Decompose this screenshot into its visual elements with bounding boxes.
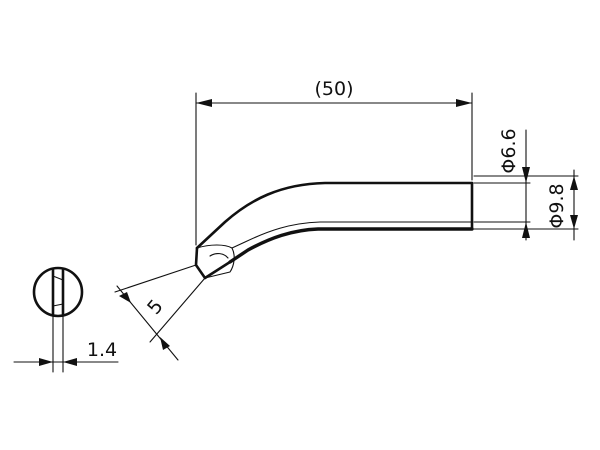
shaft-bottom-outline — [228, 227, 474, 264]
length-arrow-left — [196, 99, 212, 107]
outer-diameter-dimension: Φ9.8 — [473, 169, 579, 241]
inner-arrow-top — [522, 167, 530, 183]
thickness-arrow-right — [63, 358, 77, 366]
outer-arrow-bottom — [570, 215, 578, 229]
inner-diameter-dimension: Φ6.6 — [473, 128, 531, 241]
tip-width-dimension: 5 — [114, 264, 206, 361]
shaft-top-outline — [195, 181, 474, 250]
end-view-circle — [32, 266, 84, 318]
chisel-face-edge — [209, 253, 229, 259]
tip-width-ext-1 — [114, 264, 197, 293]
thickness-arrow-left — [39, 358, 53, 366]
tip-width-arrow-1 — [119, 292, 131, 303]
outer-arrow-top — [570, 176, 578, 190]
tip-width-arrow-2 — [160, 337, 170, 350]
inner-arrow-bottom — [522, 222, 530, 238]
end-view-inner-top — [52, 275, 64, 281]
tip-width-label: 5 — [143, 295, 168, 318]
inner-diameter-label: Φ6.6 — [498, 128, 520, 173]
chisel-tip — [194, 246, 232, 280]
length-label: (50) — [314, 78, 353, 100]
outer-diameter-label: Φ9.8 — [546, 183, 568, 228]
length-dimension: (50) — [195, 78, 473, 246]
thickness-label: 1.4 — [87, 339, 117, 361]
length-arrow-right — [456, 99, 472, 107]
shaft-inner-contour — [231, 221, 473, 249]
tip-end-view: 1.4 — [13, 266, 119, 373]
end-view-inner-bottom — [52, 303, 64, 307]
tip-width-ext-2 — [149, 277, 206, 343]
tip-body — [194, 181, 474, 280]
chisel-face — [196, 244, 235, 279]
